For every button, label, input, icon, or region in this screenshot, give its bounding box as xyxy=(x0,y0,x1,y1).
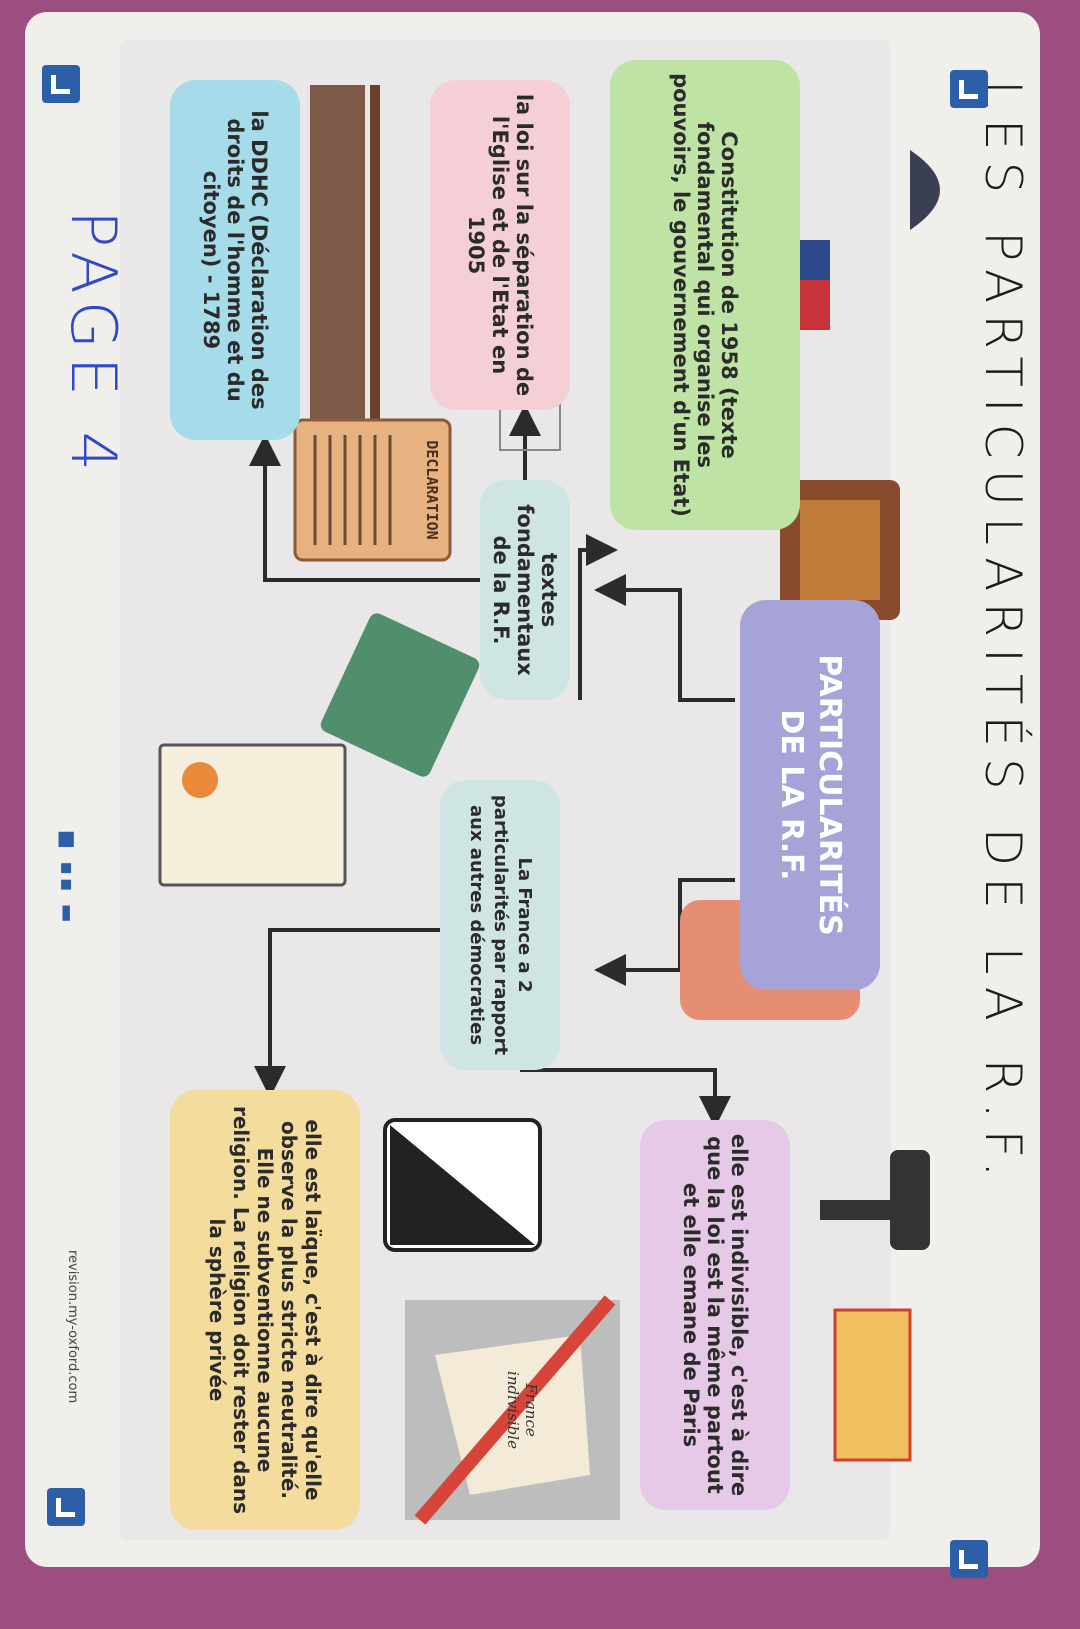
religion-book-illustration xyxy=(383,1118,542,1252)
progress-dots-icon: ■ ▪▪ ▬ xyxy=(56,830,80,926)
laique-box: elle est laïque, c'est à dire qu'elle ob… xyxy=(170,1090,360,1530)
crowd-illustration xyxy=(310,85,380,425)
loi-1905-box: la loi sur la séparation de l'Eglise et … xyxy=(430,80,570,410)
connector-france-indivisible xyxy=(520,1068,731,1128)
constitution-box: Constitution de 1958 (texte fondamental … xyxy=(610,60,800,530)
scroll-label: DECLARATION xyxy=(423,440,441,540)
gavel-illustration xyxy=(820,1150,930,1250)
france-particularites-node: La France a 2 particularités par rapport… xyxy=(440,780,560,1070)
france-map-illustration xyxy=(405,1295,620,1525)
connector-textes-ddhc xyxy=(249,434,480,582)
green-book-illustration xyxy=(320,613,480,777)
declaration-scroll-illustration xyxy=(293,418,452,562)
ddhc-box: la DDHC (Déclaration des droits de l'hom… xyxy=(170,80,300,440)
footer-site: revision.my-oxford.com xyxy=(65,1250,80,1404)
handwritten-page-number: PAGE 4 xyxy=(57,210,130,480)
map-label: France indivisible xyxy=(504,1371,540,1449)
central-title-line1: PARTICULARITÉS xyxy=(812,654,847,936)
textes-fondamentaux-node: textes fondamentaux de la R.F. xyxy=(480,480,570,700)
central-title-line2: DE LA R.F. xyxy=(774,709,809,881)
hammer-book-illustration xyxy=(833,1308,912,1462)
law-book-illustration xyxy=(780,480,900,620)
connector-france-laique xyxy=(254,928,440,1098)
connector-textes-constitution xyxy=(578,534,618,700)
indivisible-box: elle est indivisible, c'est à dire que l… xyxy=(640,1120,790,1510)
connector-center-textes xyxy=(594,574,735,702)
document-illustration xyxy=(158,743,347,887)
